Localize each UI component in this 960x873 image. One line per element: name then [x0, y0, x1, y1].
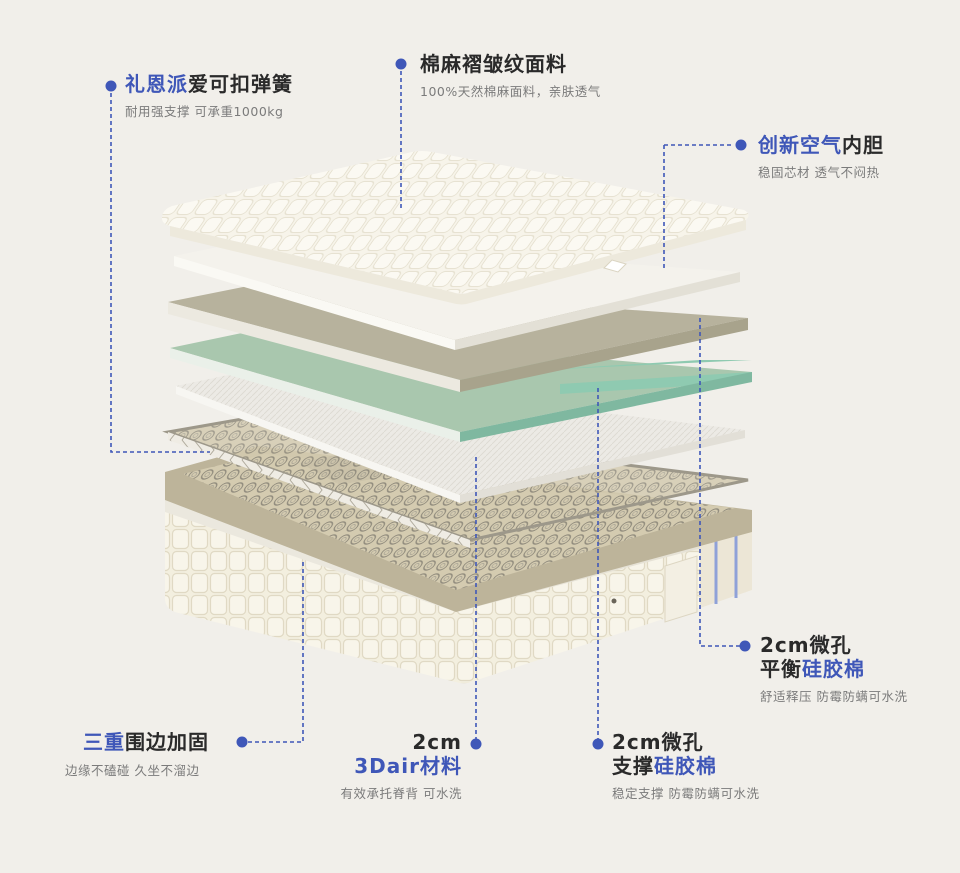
callout-dot-air-core	[735, 139, 747, 151]
callout-dot-top-fabric	[395, 58, 407, 70]
callout-dot-spring	[105, 80, 117, 92]
callout-air-core-desc: 稳固芯材 透气不闷热	[758, 165, 880, 180]
top-fabric-layer	[162, 151, 749, 305]
callout-three-d-air: 2cm 3Dair材料 有效承托脊背 可水洗	[300, 730, 462, 803]
callout-dot-balance-foam	[739, 640, 751, 652]
callout-edge-title: 三重围边加固	[83, 730, 209, 754]
callout-support-foam-line1: 2cm微孔	[612, 730, 704, 754]
callout-spring-desc: 耐用强支撑 可承重1000kg	[125, 104, 284, 119]
callout-top-fabric-desc: 100%天然棉麻面料，亲肤透气	[420, 84, 601, 99]
callout-support-foam-desc: 稳定支撑 防霉防螨可水洗	[612, 786, 760, 801]
callout-balance-foam: 2cm微孔 平衡硅胶棉 舒适释压 防霉防螨可水洗	[760, 633, 907, 706]
callout-three-d-air-line2: 3Dair材料	[354, 754, 462, 778]
callout-dot-support-foam	[592, 738, 604, 750]
callout-air-core-title: 创新空气内胆	[758, 133, 884, 157]
callout-air-core: 创新空气内胆 稳固芯材 透气不闷热	[758, 133, 884, 182]
callout-edge: 三重围边加固	[83, 730, 209, 754]
callout-spring-title: 礼恩派爱可扣弹簧	[125, 72, 293, 96]
callout-balance-foam-line2: 平衡硅胶棉	[760, 657, 865, 681]
leader-lines	[110, 64, 742, 744]
callout-edge-desc-wrap: 边缘不磕碰 久坐不溜边	[65, 755, 199, 780]
callout-support-foam: 2cm微孔 支撑硅胶棉 稳定支撑 防霉防螨可水洗	[612, 730, 759, 803]
callout-support-foam-line2: 支撑硅胶棉	[612, 754, 717, 778]
callout-three-d-air-line1: 2cm	[412, 730, 462, 754]
callout-dot-three-d-air	[470, 738, 482, 750]
callout-balance-foam-desc: 舒适释压 防霉防螨可水洗	[760, 689, 908, 704]
callout-balance-foam-line1: 2cm微孔	[760, 633, 852, 657]
callout-spring: 礼恩派爱可扣弹簧 耐用强支撑 可承重1000kg	[125, 72, 293, 121]
callout-three-d-air-desc: 有效承托脊背 可水洗	[340, 786, 462, 801]
callout-top-fabric: 棉麻褶皱纹面料 100%天然棉麻面料，亲肤透气	[420, 52, 601, 101]
callout-top-fabric-title: 棉麻褶皱纹面料	[420, 52, 567, 76]
callout-edge-desc: 边缘不磕碰 久坐不溜边	[65, 763, 200, 778]
callout-dot-edge	[236, 736, 248, 748]
